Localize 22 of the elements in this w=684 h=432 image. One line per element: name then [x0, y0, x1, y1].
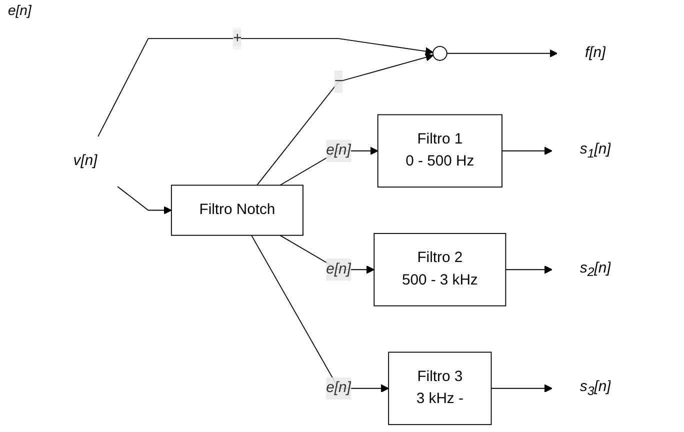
- node-text: v[n]: [73, 153, 98, 169]
- arrow: [490, 384, 552, 392]
- arrow: [98, 38, 434, 137]
- node-text: s$_{1}$[n]: [580, 142, 611, 160]
- node-box: Filtro Notch: [170, 184, 304, 236]
- arrow: [446, 49, 558, 58]
- node-box: Filtro 2 500 - 3 kHz: [374, 233, 506, 306]
- node-text: s$_{3}$[n]: [580, 379, 611, 398]
- node-text: f[n]: [585, 45, 606, 61]
- arrow: [502, 146, 552, 155]
- node-box: Filtro 3 3 kHz -: [388, 352, 492, 426]
- arrow: [117, 186, 172, 214]
- edge-label: e[n]: [326, 380, 351, 396]
- arrow: [505, 266, 552, 274]
- edge-label: e[n]: [326, 142, 351, 158]
- edge-label: −: [334, 73, 343, 90]
- signal-label: e[n]: [8, 2, 32, 18]
- edge-label: +: [232, 30, 242, 46]
- edge-label: e[n]: [326, 261, 351, 278]
- node-box: Filtro 1 0 - 500 Hz: [377, 114, 502, 188]
- node-text: s$_{2}$[n]: [580, 260, 611, 280]
- node-circle: [432, 46, 448, 61]
